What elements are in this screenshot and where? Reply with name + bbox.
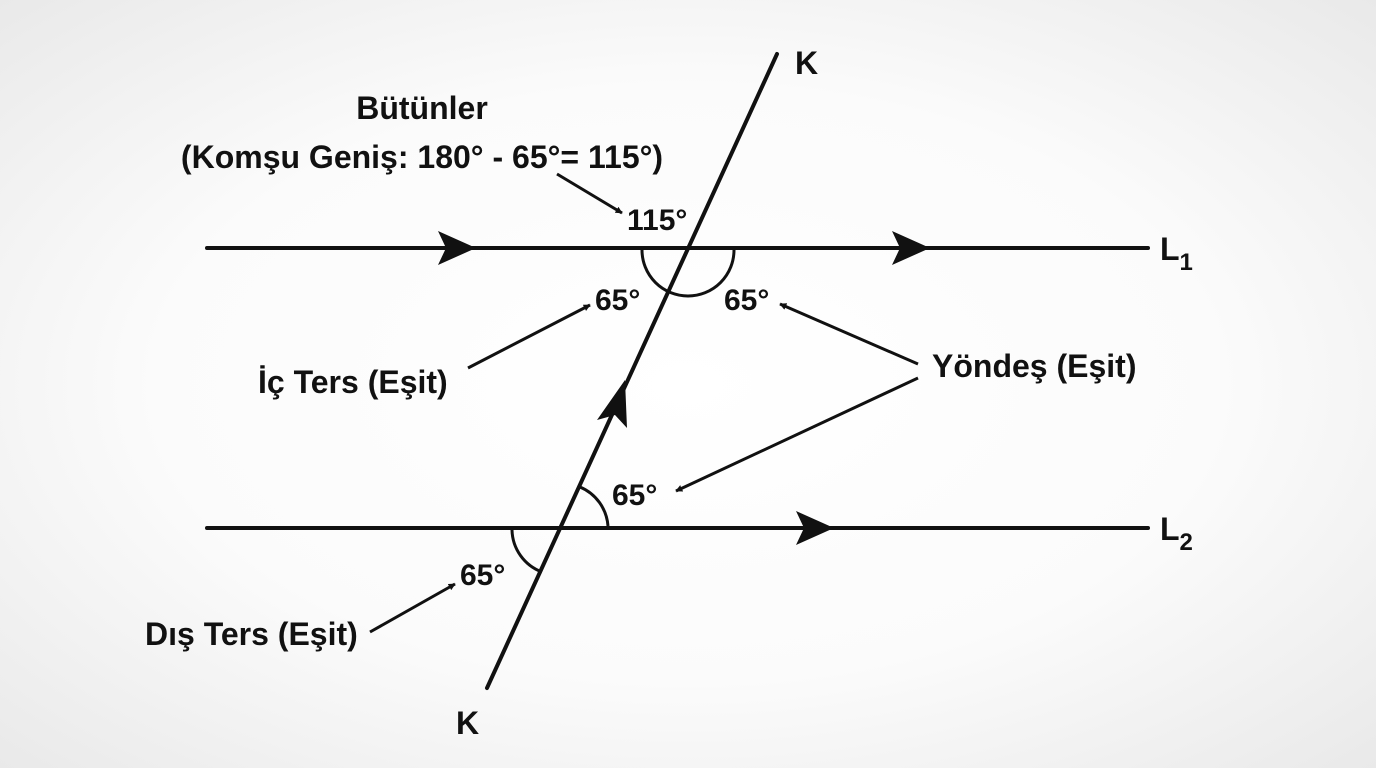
label-l1: L1 bbox=[1160, 231, 1193, 276]
angle-arc-upper bbox=[640, 249, 736, 298]
l1-direction-arrow-left bbox=[438, 231, 476, 265]
angle-arc-lower-right bbox=[579, 485, 610, 527]
pointer-corresponding-lower bbox=[675, 376, 919, 493]
l2-direction-arrow bbox=[796, 511, 834, 545]
l1-direction-arrow-right bbox=[892, 231, 930, 265]
angle-value-upper-left: 65° bbox=[595, 284, 640, 317]
annotation-supplementary-title: Bütünler bbox=[356, 90, 488, 126]
pointer-alternate-exterior bbox=[369, 582, 456, 634]
pointer-alternate-interior bbox=[467, 303, 591, 370]
annotation-alternate-interior: İç Ters (Eşit) bbox=[258, 364, 448, 400]
angle-value-lower-left: 65° bbox=[460, 559, 505, 592]
pointer-corresponding-upper bbox=[779, 302, 919, 366]
annotation-alternate-exterior: Dış Ters (Eşit) bbox=[145, 616, 358, 652]
label-l2-subscript: 2 bbox=[1180, 529, 1193, 556]
annotation-supplementary-detail: (Komşu Geniş: 180° - 65°= 115°) bbox=[181, 139, 663, 175]
label-l1-subscript: 1 bbox=[1180, 249, 1193, 276]
label-l2: L2 bbox=[1160, 511, 1193, 556]
angle-value-lower-right: 65° bbox=[612, 479, 657, 512]
angle-value-upper-right: 65° bbox=[724, 284, 769, 317]
label-k-top: K bbox=[795, 45, 818, 81]
annotation-corresponding: Yöndeş (Eşit) bbox=[932, 348, 1136, 384]
angle-arc-lower-left bbox=[510, 529, 543, 574]
pointer-supplementary bbox=[556, 172, 623, 215]
transversal-k bbox=[485, 52, 779, 690]
label-k-bottom: K bbox=[456, 705, 479, 741]
transversal-direction-arrow bbox=[597, 380, 627, 428]
angle-value-115: 115° bbox=[627, 204, 687, 237]
